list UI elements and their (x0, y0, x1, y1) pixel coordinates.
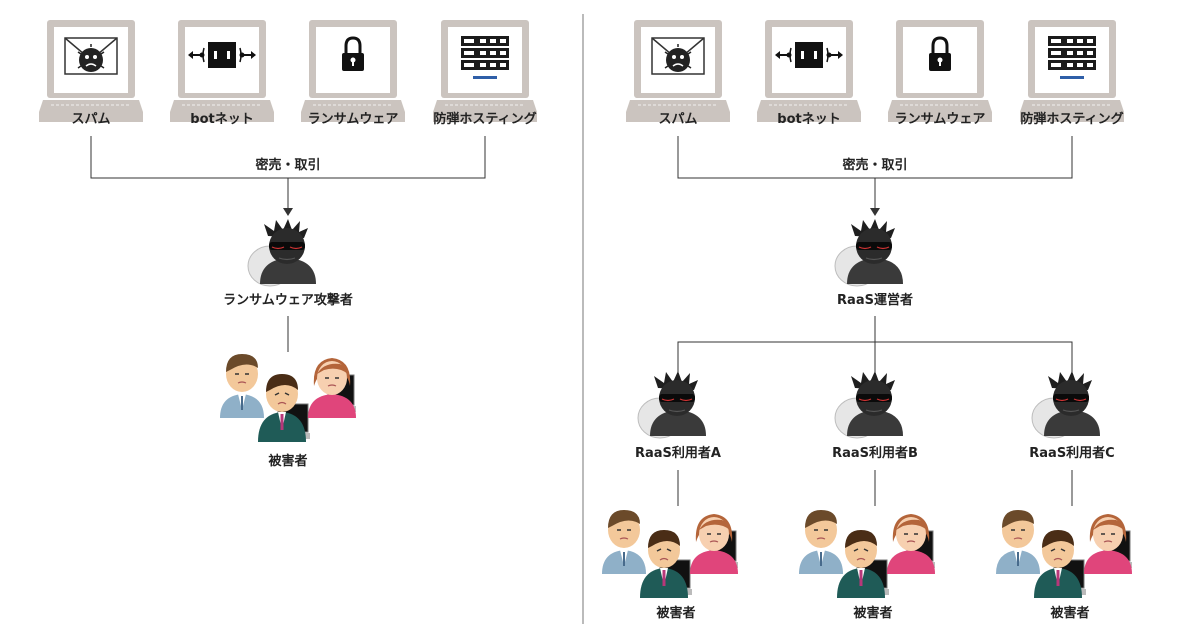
service-label-hosting: 防弾ホスティング (1020, 111, 1123, 127)
left-panel: スパム botネット ランサムウェア 防弾ホスティング 密売・取引 ランサムウェ… (38, 19, 538, 469)
user-label-c: RaaS利用者C (1029, 445, 1114, 461)
attacker-label: ランサムウェア攻撃者 (223, 292, 353, 308)
service-label-spam: スパム (71, 112, 110, 127)
service-label-ransomware: ランサムウェア (895, 112, 986, 127)
right-panel: スパム botネット ランサムウェア 防弾ホスティング 密売・取引 RaaS運営… (600, 19, 1134, 621)
hacker-operator-icon (834, 218, 904, 287)
hacker-user-c-icon (1031, 370, 1101, 439)
service-label-spam: スパム (658, 112, 697, 127)
victims-group-b-icon (797, 508, 937, 600)
laptop-botnet (756, 19, 862, 123)
service-label-botnet: botネット (777, 112, 840, 127)
victims-group-c-icon (994, 508, 1134, 600)
victims-label-b: 被害者 (852, 605, 892, 621)
trade-arrow-head (283, 208, 293, 216)
user-label-b: RaaS利用者B (832, 445, 918, 461)
laptop-spam (625, 19, 731, 123)
victims-label-a: 被害者 (655, 605, 695, 621)
laptop-hosting (1019, 19, 1125, 123)
laptop-botnet (169, 19, 275, 123)
spam-mail-icon (64, 37, 118, 75)
laptop-hosting (432, 19, 538, 123)
service-label-ransomware: ランサムウェア (308, 112, 399, 127)
spam-mail-icon (651, 37, 705, 75)
user-label-a: RaaS利用者A (635, 445, 721, 461)
trade-label: 密売・取引 (841, 157, 907, 173)
hacker-user-a-icon (637, 370, 707, 439)
laptop-ransomware (887, 19, 993, 123)
trade-arrow-head (870, 208, 880, 216)
hacker-user-b-icon (834, 370, 904, 439)
victims-label: 被害者 (267, 453, 307, 469)
operator-label: RaaS運営者 (837, 292, 913, 308)
laptop-ransomware (300, 19, 406, 123)
service-label-hosting: 防弾ホスティング (433, 111, 536, 127)
victims-group-icon (218, 352, 358, 444)
victims-label-c: 被害者 (1049, 605, 1089, 621)
hacker-attacker-icon (247, 218, 317, 287)
victims-group-a-icon (600, 508, 740, 600)
trade-label: 密売・取引 (254, 157, 320, 173)
service-label-botnet: botネット (190, 112, 253, 127)
laptop-spam (38, 19, 144, 123)
